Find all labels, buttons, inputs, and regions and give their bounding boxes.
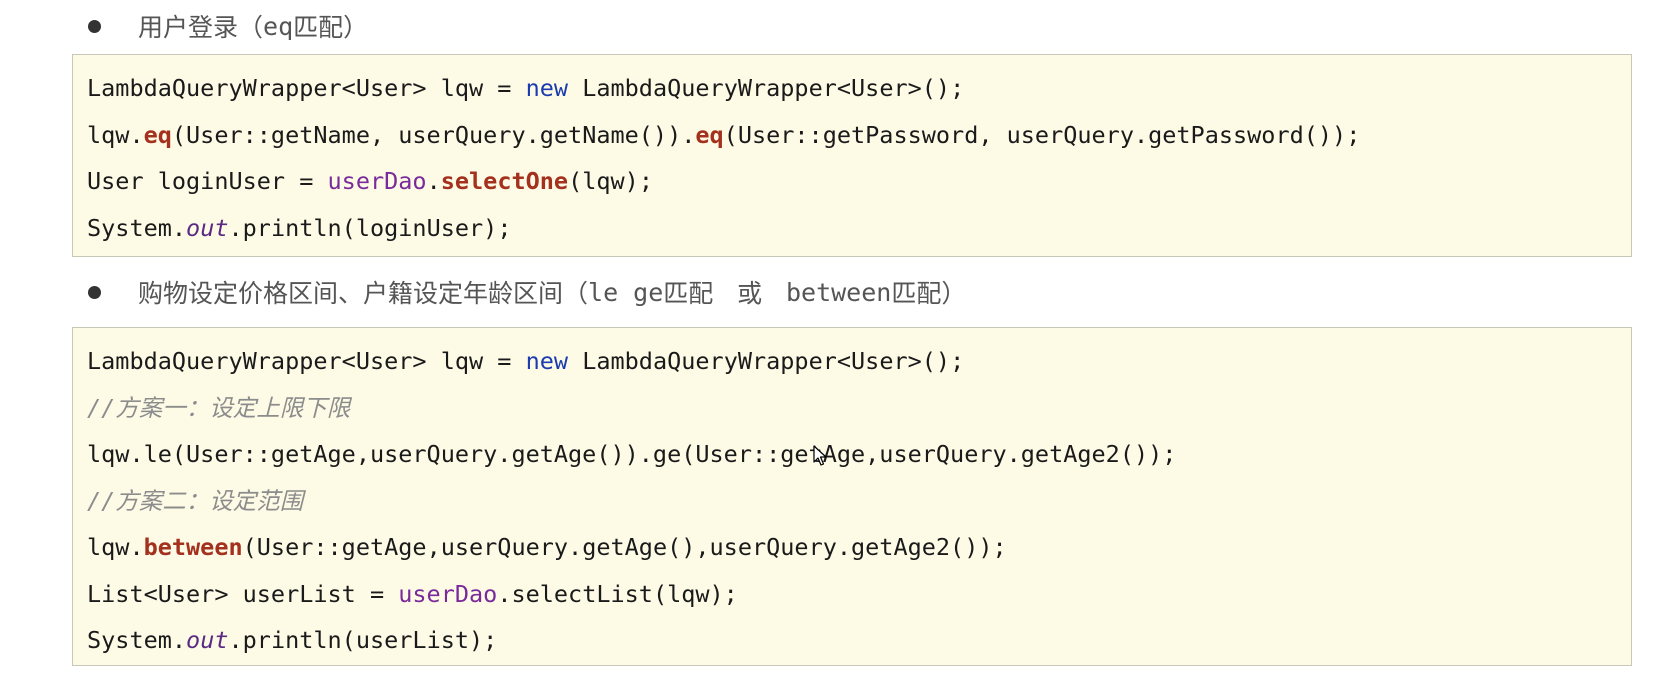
code-token: LambdaQueryWrapper<User>();	[568, 74, 965, 102]
code-token: new	[525, 74, 569, 102]
code-block-range: LambdaQueryWrapper<User> lqw = new Lambd…	[72, 327, 1632, 666]
code-line: lqw.eq(User::getName, userQuery.getName(…	[87, 112, 1631, 159]
code-line: //方案二：设定范围	[87, 478, 1631, 525]
mouse-pointer-icon	[813, 445, 827, 466]
code-token: .selectList(lqw);	[497, 579, 738, 608]
code-token: LambdaQueryWrapper<User>();	[568, 347, 965, 375]
heading-text: 购物设定价格区间、户籍设定年龄区间（	[138, 279, 589, 308]
code-line: User loginUser = userDao.selectOne(lqw);	[87, 158, 1631, 205]
code-token: eq	[695, 120, 724, 149]
code-token: selectOne	[440, 167, 569, 195]
bullet-icon	[88, 285, 101, 299]
code-token: (lqw);	[568, 167, 653, 195]
code-token: new	[525, 347, 569, 375]
code-line: List<User> userList = userDao.selectList…	[87, 571, 1631, 618]
code-token: out	[186, 626, 229, 654]
code-token: userDao	[398, 579, 498, 608]
code-comment: //方案二：设定范围	[87, 486, 304, 515]
code-line: LambdaQueryWrapper<User> lqw = new Lambd…	[87, 65, 1631, 112]
heading-text-tail: 匹配）	[293, 13, 369, 42]
code-token: between	[143, 533, 243, 561]
code-token: lqw.	[87, 120, 144, 149]
code-line: lqw.between(User::getAge,userQuery.getAg…	[87, 524, 1631, 571]
code-block-login: LambdaQueryWrapper<User> lqw = new Lambd…	[72, 54, 1632, 257]
heading-text-tail: 匹配）	[891, 279, 967, 308]
code-token: userDao	[327, 167, 427, 195]
code-token: .println(userList);	[228, 626, 498, 654]
code-token: .println(loginUser);	[228, 213, 512, 242]
code-comment: //方案一：设定上限下限	[87, 393, 351, 422]
code-token: lqw.	[87, 533, 144, 561]
code-token: lqw.le(User::getAge,userQuery.getAge()).…	[87, 440, 1177, 468]
code-token: (User::getAge,userQuery.getAge(),userQue…	[242, 533, 1007, 561]
code-token: .	[426, 167, 441, 195]
section-heading-range-query: 购物设定价格区间、户籍设定年龄区间（ le ge 匹配 或 between 匹配…	[78, 270, 966, 314]
code-line: LambdaQueryWrapper<User> lqw = new Lambd…	[87, 338, 1631, 385]
code-token: (User::getPassword, userQuery.getPasswor…	[723, 120, 1361, 149]
code-line: //方案一：设定上限下限	[87, 385, 1631, 432]
section-heading-user-login: 用户登录（ eq 匹配）	[78, 4, 368, 48]
heading-text: 用户登录（	[138, 13, 264, 42]
code-line: System.out.println(loginUser);	[87, 205, 1631, 252]
heading-code-2: between	[785, 277, 892, 307]
code-token: (User::getName, userQuery.getName()).	[171, 120, 696, 149]
heading-code: le ge	[588, 277, 664, 307]
heading-text-mid: 匹配 或	[663, 279, 786, 308]
heading-code: eq	[263, 11, 294, 41]
bullet-icon	[88, 19, 101, 33]
code-token: LambdaQueryWrapper<User> lqw =	[87, 347, 526, 375]
code-line: lqw.le(User::getAge,userQuery.getAge()).…	[87, 431, 1631, 478]
code-line: System.out.println(userList);	[87, 617, 1631, 664]
code-token: out	[186, 213, 229, 242]
code-token: System.	[87, 626, 187, 654]
code-token: List<User> userList =	[87, 579, 399, 608]
code-token: LambdaQueryWrapper<User> lqw =	[87, 74, 526, 102]
code-token: User loginUser =	[87, 167, 328, 195]
code-token: System.	[87, 213, 187, 242]
code-token: eq	[143, 120, 172, 149]
